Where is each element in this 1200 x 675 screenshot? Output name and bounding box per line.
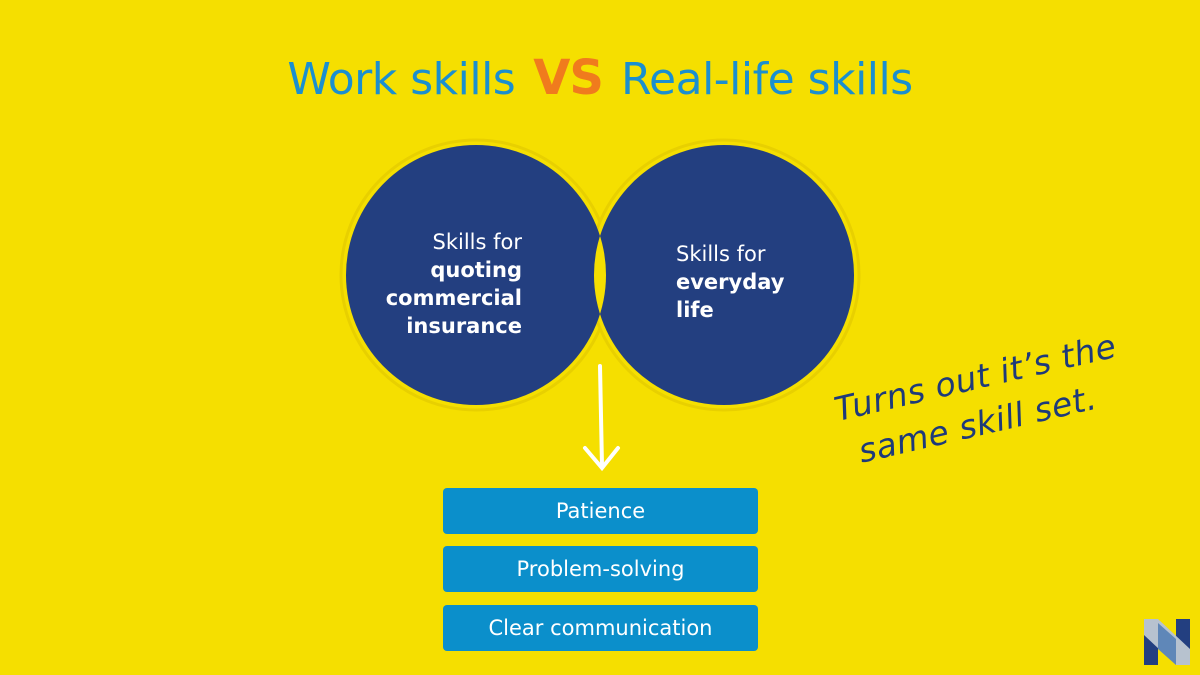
title-work-skills: Work skills	[287, 54, 516, 105]
work-skills-line-1: quoting	[430, 258, 522, 282]
title-vs: VS	[533, 50, 604, 106]
venn-right-circle	[594, 145, 854, 405]
life-skills-line-1: everyday	[676, 270, 785, 294]
work-skills-line-3: insurance	[406, 314, 522, 338]
work-skills-line-2: commercial	[385, 286, 522, 310]
brand-logo-icon	[1144, 619, 1190, 665]
life-skills-line-2: life	[676, 298, 714, 322]
work-skills-intro: Skills for	[432, 230, 523, 254]
skill-clear-communication: Clear communication	[443, 605, 758, 651]
skill-problem-solving: Problem-solving	[443, 546, 758, 592]
work-skills-text: Skills for quoting commercial insurance	[360, 228, 522, 340]
skill-patience: Patience	[443, 488, 758, 534]
page-title: Work skills VS Real-life skills	[0, 50, 1200, 106]
life-skills-intro: Skills for	[676, 242, 766, 266]
title-real-life-skills: Real-life skills	[620, 54, 913, 105]
life-skills-text: Skills for everyday life	[676, 240, 856, 324]
venn-left-circle	[346, 145, 606, 405]
down-arrow-icon	[583, 364, 620, 472]
